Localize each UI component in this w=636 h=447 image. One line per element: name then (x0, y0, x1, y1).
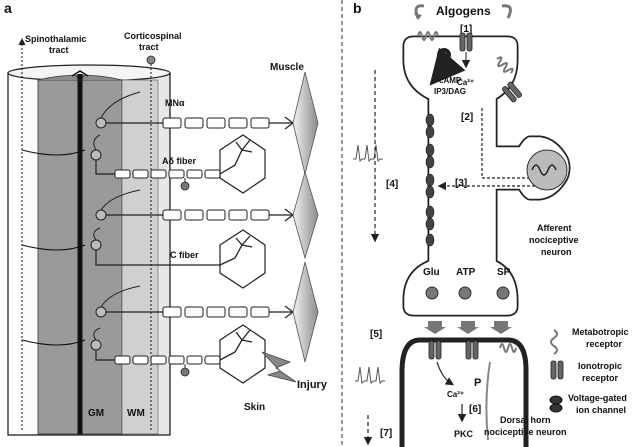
post-ca-label: Ca²⁺ (447, 390, 464, 399)
skin (219, 134, 266, 194)
legend-voltage-1: Voltage-gated (568, 393, 627, 403)
legend-metabotropic-1: Metabotropic (572, 327, 629, 337)
afferent-label-3: neuron (541, 247, 572, 257)
legend-voltage-2: ion channel (576, 405, 626, 415)
muscle (292, 170, 319, 260)
segment-1 (90, 71, 319, 194)
spinothalamic-label: Spinothalamic (25, 34, 87, 44)
release-arrow (457, 321, 479, 334)
g-protein-label: G (440, 51, 447, 61)
p-label: P (474, 377, 481, 389)
segment-2 (90, 170, 319, 289)
ionotropic-receptor-icon (465, 340, 479, 360)
step-1-label: [1] (460, 24, 472, 35)
pkc-label: PKC (454, 429, 474, 439)
spinal-cord (7, 64, 171, 436)
skin-label: Skin (244, 402, 265, 413)
panel-b: b Algogens [1] G cAMP IP3/DAG Ca²⁺ (352, 0, 579, 447)
algogens-label: Algogens (436, 4, 491, 18)
panel-b-letter: b (353, 0, 362, 16)
vesicle (425, 286, 439, 300)
metabotropic-receptor-icon (499, 343, 517, 353)
action-potential-icon (352, 144, 384, 162)
panel-a: a Spinothalamic tract Corticospinal tr (4, 0, 328, 436)
metabotropic-receptor-icon (550, 329, 558, 355)
ip3dag-label: IP3/DAG (434, 87, 466, 96)
voltage-gated-channel-icon (549, 395, 563, 405)
step-5-label: [5] (370, 329, 382, 340)
release-arrow (424, 321, 446, 334)
legend-ionotropic-2: receptor (582, 373, 619, 383)
metabotropic-receptor-icon (496, 56, 514, 74)
sp-label: SP (497, 267, 511, 278)
step-3-label: [3] (455, 178, 467, 189)
step-4-label: [4] (386, 179, 398, 190)
spinothalamic-label-2: tract (49, 45, 69, 55)
corticospinal-tract (146, 55, 156, 430)
gm-label: GM (88, 408, 104, 419)
step-2-label: [2] (461, 112, 473, 123)
afferent-label-2: nociceptive (529, 235, 579, 245)
dorsal-label-1: Dorsal horn (500, 415, 551, 425)
legend: Metabotropic receptor Ionotropic recepto… (549, 327, 629, 415)
muscle-label: Muscle (270, 62, 304, 73)
step-6-label: [6] (469, 404, 481, 415)
nucleus (526, 149, 568, 191)
legend-metabotropic-2: receptor (586, 339, 623, 349)
afferent-label-1: Afferent (537, 223, 572, 233)
panel-a-letter: a (4, 0, 12, 16)
mn-alpha-label: MNα (165, 98, 185, 108)
action-potential-icon (354, 366, 386, 384)
vesicle (458, 286, 472, 300)
legend-ionotropic-1: Ionotropic (578, 361, 622, 371)
a-delta-label: Aδ fiber (162, 156, 196, 166)
motor-neuron-soma (95, 117, 107, 129)
c-fiber-label: C fiber (170, 250, 199, 260)
metabotropic-receptor-icon (417, 31, 439, 41)
skin (219, 324, 266, 384)
injury-label: Injury (297, 379, 328, 391)
ionotropic-receptor-icon (428, 340, 442, 360)
vesicle (496, 286, 510, 300)
myelinated-axon (162, 117, 270, 129)
voltage-gated-channels (425, 113, 435, 247)
dorsal-horn-neuron (399, 337, 529, 447)
release-arrow (490, 321, 512, 334)
corticospinal-label-2: tract (139, 42, 159, 52)
skin (219, 229, 266, 289)
muscle (292, 261, 319, 363)
corticospinal-label: Corticospinal (124, 31, 182, 41)
muscle (292, 71, 319, 175)
camp-label: cAMP (439, 76, 462, 85)
segment-3 (90, 261, 319, 384)
white-matter (121, 79, 159, 435)
spinothalamic-tract (18, 38, 86, 430)
ca-label: Ca²⁺ (457, 78, 474, 87)
afferent-neuron (402, 35, 571, 317)
injury-bolt-icon (261, 351, 297, 383)
glu-label: Glu (423, 267, 440, 278)
drg-neuron (90, 149, 102, 161)
dorsal-label-2: nociceptive neuron (484, 427, 567, 437)
step-7-label: [7] (380, 428, 392, 439)
atp-label: ATP (456, 267, 476, 278)
ionotropic-receptor-icon (550, 360, 564, 380)
voltage-gated-channel-icon (549, 403, 563, 413)
wm-label: WM (127, 408, 145, 419)
